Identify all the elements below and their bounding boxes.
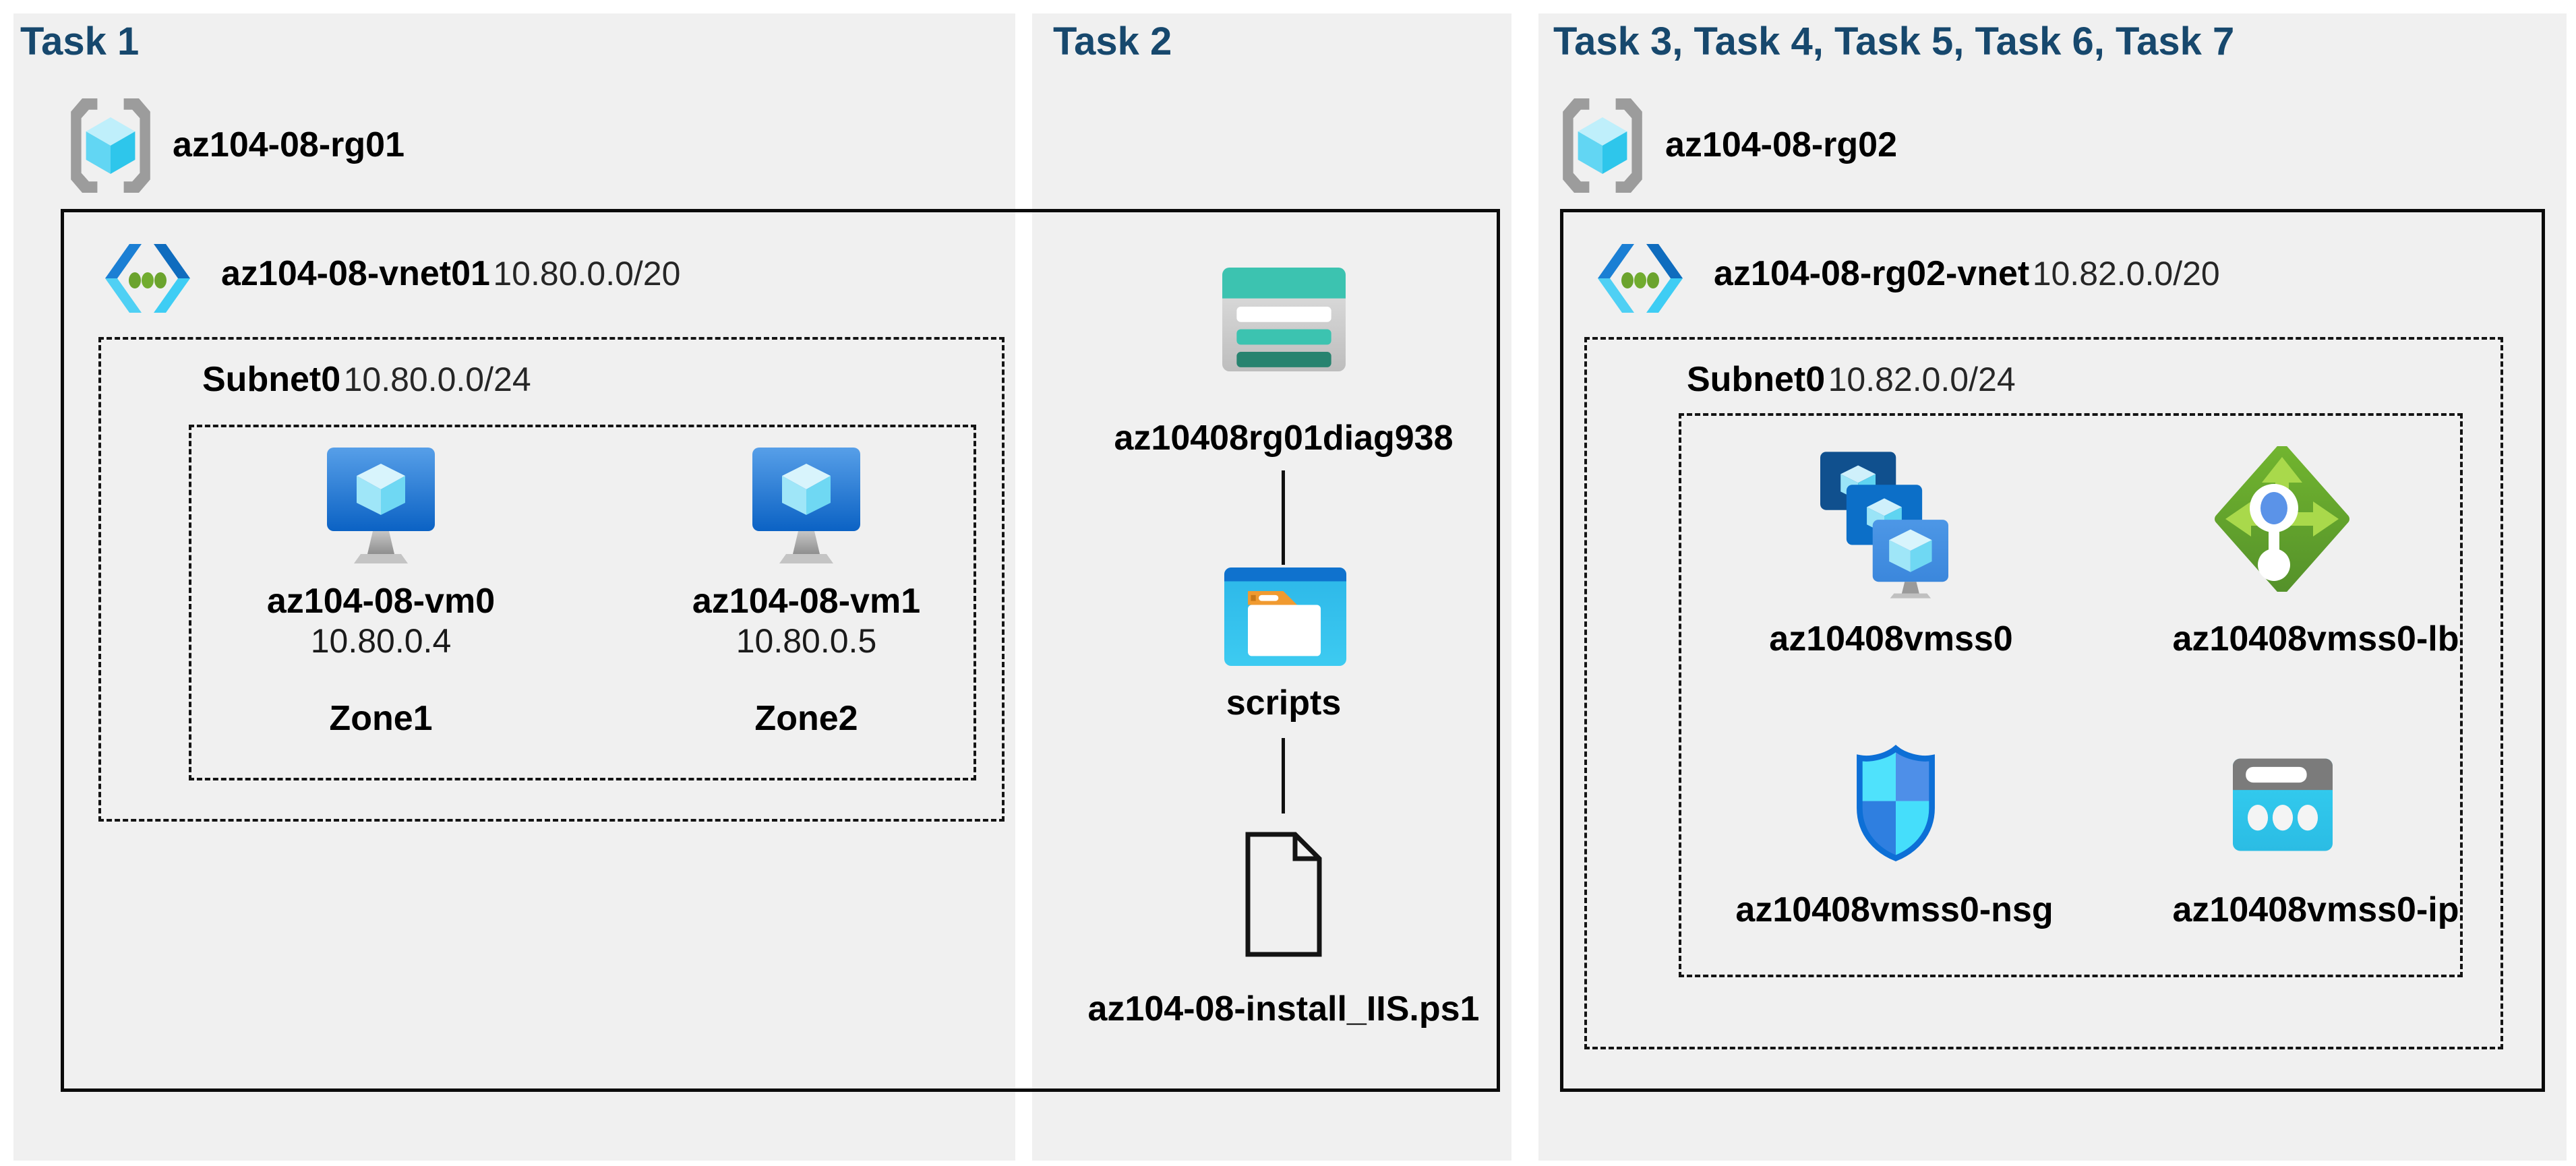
task3-panel (1538, 13, 2567, 1161)
public-ip-label: az10408vmss0-ip (2172, 890, 2459, 929)
resource-group-icon (71, 98, 150, 193)
vmss-label: az10408vmss0 (1769, 619, 2013, 658)
resource-group-label: az104-08-rg01 (173, 125, 405, 165)
resource-group-label: az104-08-rg02 (1665, 125, 1897, 165)
subnet0-box-left (98, 337, 1005, 822)
rg02-name: az104-08-rg02 (1665, 125, 1897, 164)
subnet0-label-right: Subnet0 10.82.0.0/24 (1687, 359, 2016, 400)
subnet0-label-left: Subnet0 10.80.0.0/24 (202, 359, 531, 400)
task1-panel (13, 13, 1015, 1161)
vnet01-boundary-box (61, 209, 1500, 1092)
storage-account-icon (1222, 268, 1346, 371)
vm1-ip: 10.80.0.5 (736, 622, 877, 660)
vnet01-name: az104-08-vnet01 (221, 254, 490, 293)
vm1-zone: Zone2 (754, 699, 858, 738)
subnet0-name-left: Subnet0 (202, 360, 341, 399)
vnet01-label: az104-08-vnet01 10.80.0.0/20 (221, 253, 680, 294)
virtual-network-icon (1598, 244, 1683, 313)
script-file-label: az104-08-install_IIS.ps1 (1087, 989, 1480, 1029)
subnet0-box-right (1584, 337, 2503, 1049)
nsg-icon (1857, 745, 1935, 861)
virtual-network-icon (105, 244, 190, 313)
blob-container-icon (1224, 567, 1347, 666)
virtual-machine-icon (752, 448, 860, 563)
task1-header: Task 1 (20, 20, 140, 63)
load-balancer-label: az10408vmss0-lb (2172, 619, 2459, 658)
vnet01-cidr: 10.80.0.0/20 (493, 255, 681, 293)
virtual-machine-icon (327, 448, 435, 563)
task3-header: Task 3, Task 4, Task 5, Task 6, Task 7 (1553, 20, 2235, 63)
rg02-vnet-cidr: 10.82.0.0/20 (2032, 255, 2220, 293)
vm0-zone: Zone1 (329, 699, 433, 738)
vmss-icon (1820, 452, 1948, 599)
public-ip-icon (2233, 758, 2333, 851)
nsg-label: az10408vmss0-nsg (1735, 890, 2054, 929)
connector-line (1282, 470, 1285, 565)
vm1-name: az104-08-vm1 (692, 582, 921, 621)
rg02-vnet-label: az104-08-rg02-vnet 10.82.0.0/20 (1714, 253, 2220, 294)
vm0-ip: 10.80.0.4 (310, 622, 452, 660)
connector-line (1282, 738, 1285, 814)
availability-zones-box (189, 425, 976, 780)
resource-group-icon (1563, 98, 1642, 193)
load-balancer-icon (2215, 446, 2349, 592)
subnet0-cidr-left: 10.80.0.0/24 (343, 361, 531, 398)
subnet0-name-right: Subnet0 (1687, 360, 1826, 399)
vm0-name: az104-08-vm0 (266, 582, 496, 621)
script-file-icon (1245, 832, 1322, 957)
task2-header: Task 2 (1053, 20, 1172, 63)
rg01-name: az104-08-rg01 (173, 125, 405, 164)
rg02-vnet-name: az104-08-rg02-vnet (1714, 254, 2030, 293)
rg02-vnet-boundary-box (1560, 209, 2545, 1092)
vmss-resources-box (1679, 413, 2463, 977)
container-label: scripts (1226, 683, 1342, 723)
subnet0-cidr-right: 10.82.0.0/24 (1828, 361, 2016, 398)
storage-account-label: az10408rg01diag938 (1114, 419, 1454, 458)
